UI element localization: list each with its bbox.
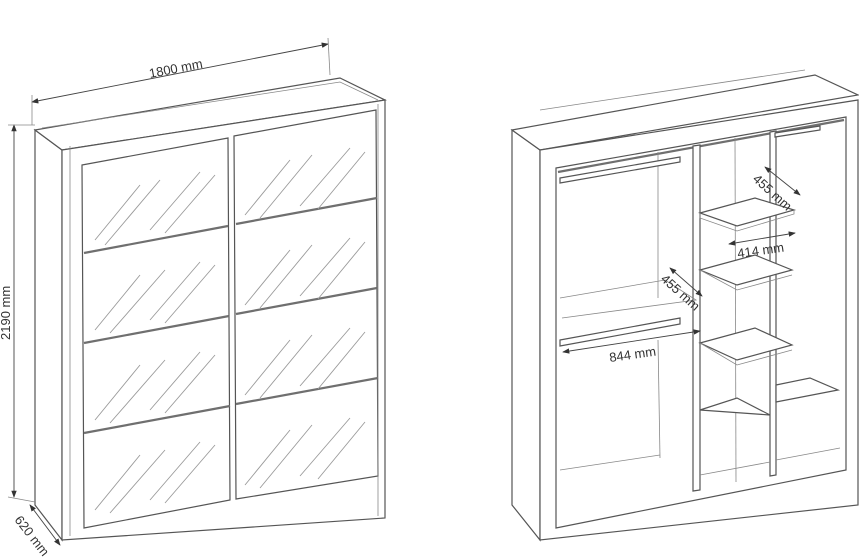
interior — [555, 116, 847, 529]
shelf-width-dimension: 414 mm — [728, 231, 796, 261]
right-door — [233, 109, 379, 500]
closed-wardrobe: 1800 mm 2190 mm 620 mm — [0, 37, 387, 559]
side-panel — [511, 128, 541, 542]
hanging-width-dimension: 844 mm — [562, 329, 701, 365]
open-wardrobe: 455 mm 414 mm 455 mm 844 mm — [510, 69, 859, 542]
door-panel-dividers — [83, 196, 379, 435]
side-panel — [34, 128, 63, 542]
mirror-hatching — [94, 147, 366, 514]
top-panel — [510, 74, 859, 151]
width-label: 1800 mm — [148, 56, 204, 81]
height-dimension: 2190 mm — [0, 124, 36, 503]
height-label: 2190 mm — [0, 286, 13, 340]
shelf-width-label: 414 mm — [736, 240, 785, 261]
left-door — [81, 137, 231, 529]
hanging-width-label: 844 mm — [608, 344, 657, 365]
